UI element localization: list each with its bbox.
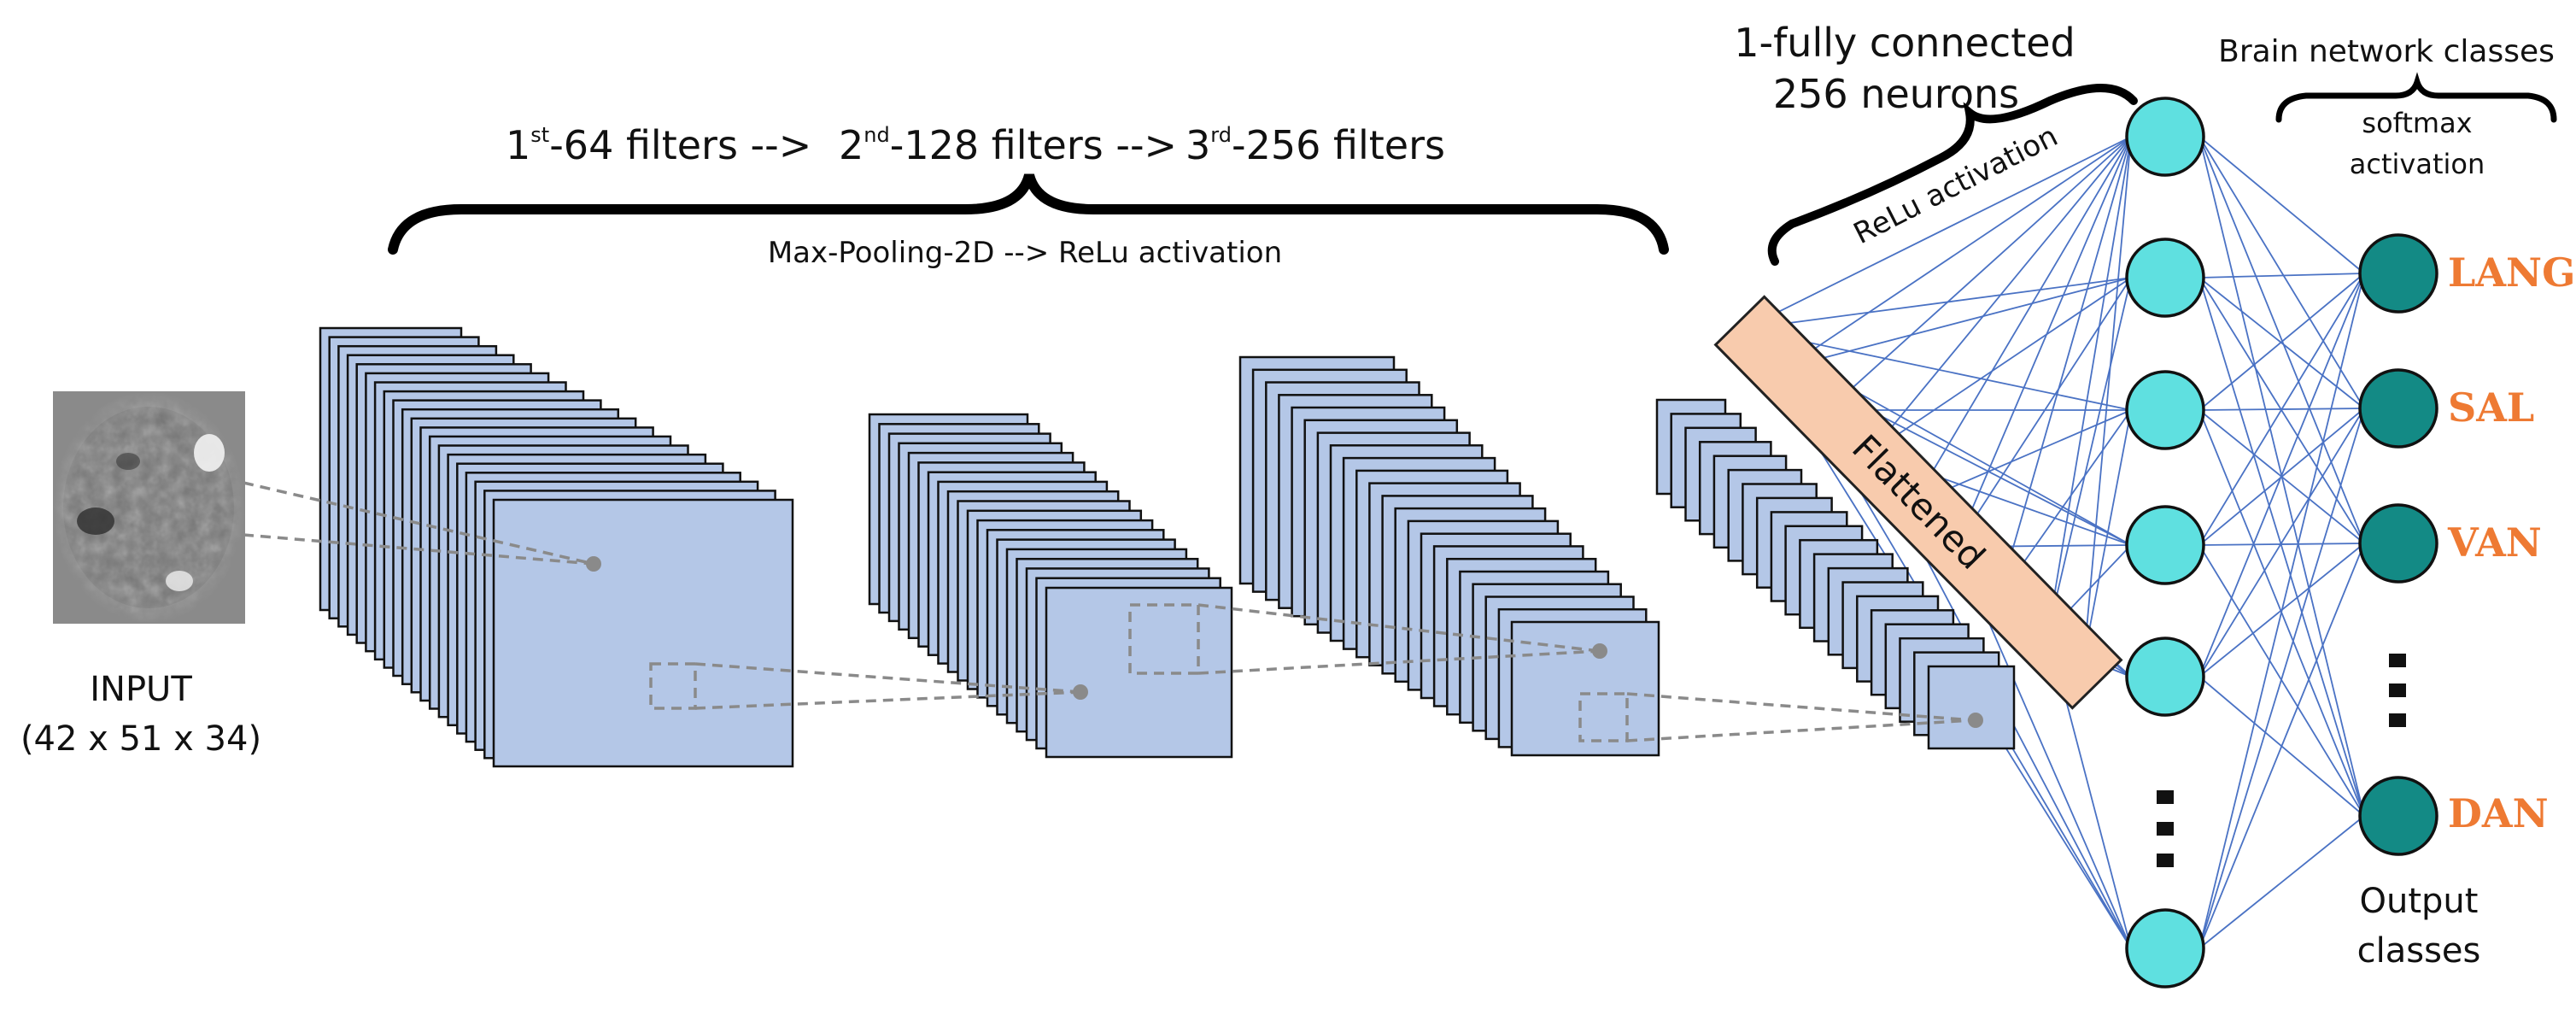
- class-label-lang: LANG: [2448, 249, 2575, 296]
- fc-brace: [1767, 84, 2138, 266]
- filters-1-number: 1: [506, 122, 530, 168]
- hidden-node: [2125, 505, 2205, 585]
- filter-progression-label: 1st-64 filters --> 2nd-128 filters --> 3…: [506, 122, 1445, 168]
- connection-line: [2047, 136, 2132, 633]
- connection-line: [2198, 277, 2365, 817]
- conv-stack-128-filters: [868, 413, 1233, 759]
- output-brace: [2275, 72, 2557, 123]
- connection-line: [2047, 277, 2132, 633]
- connection-line: [2198, 815, 2365, 949]
- hidden-to-output-connections: [2198, 136, 2365, 949]
- connection-line: [2198, 543, 2365, 546]
- output-footer-line2: classes: [2357, 931, 2481, 971]
- connection-line: [2198, 273, 2365, 546]
- connection-line: [2198, 273, 2365, 949]
- filters-1-text: -64 filters -->: [549, 122, 811, 168]
- connection-line: [1955, 136, 2132, 548]
- output-node-sal: [2358, 368, 2438, 449]
- filters-2-number: 2: [839, 122, 864, 168]
- connection-line: [1786, 277, 2132, 368]
- fc-title-line1: 1-fully connected: [1734, 20, 2075, 66]
- connection-line: [2198, 408, 2365, 678]
- connection-line: [2198, 273, 2365, 678]
- output-footer-line1: Output: [2360, 882, 2479, 921]
- connection-line: [1786, 136, 2132, 368]
- input-label: INPUT: [90, 670, 192, 709]
- svg-text:1st-64 filters -->: 1st-64 filters -->: [506, 122, 811, 168]
- filters-2-superscript: nd: [864, 123, 889, 147]
- connection-line: [2198, 136, 2365, 544]
- output-node-dan: [2358, 776, 2438, 856]
- input-brain-image: [53, 391, 245, 624]
- hidden-node: [2125, 637, 2205, 717]
- svg-text:2nd-128 filters -->: 2nd-128 filters -->: [839, 122, 1177, 168]
- feature-map-layer: [492, 498, 794, 768]
- output-ellipsis: [2389, 654, 2406, 727]
- connection-line: [2198, 136, 2365, 409]
- connection-line: [1870, 277, 2132, 454]
- svg-text:3rd-256 filters: 3rd-256 filters: [1186, 122, 1445, 168]
- output-node-lang: [2358, 233, 2438, 314]
- output-activation-line1: softmax: [2362, 107, 2472, 139]
- hidden-node: [2125, 238, 2205, 318]
- conv-stack-64-filters: [319, 326, 794, 768]
- connection-line: [1998, 136, 2132, 599]
- input-dimensions: (42 x 51 x 34): [20, 719, 261, 759]
- output-node-van: [2358, 503, 2438, 584]
- connection-line: [1827, 136, 2132, 411]
- connection-line: [2198, 543, 2365, 949]
- output-title: Brain network classes: [2218, 34, 2555, 69]
- connection-line: [1870, 136, 2132, 454]
- filters-3-text: -256 filters: [1232, 122, 1445, 168]
- connection-line: [1912, 136, 2132, 505]
- connection-line: [1743, 136, 2132, 330]
- connection-line: [2083, 136, 2132, 659]
- pooling-activation-label: Max-Pooling-2D --> ReLu activation: [768, 236, 1282, 270]
- output-layer-nodes: [2358, 233, 2438, 856]
- connection-line: [2198, 273, 2365, 411]
- connection-line: [2198, 408, 2365, 949]
- filters-2-text: -128 filters -->: [890, 122, 1177, 168]
- hidden-node: [2125, 370, 2205, 450]
- hidden-node: [2125, 97, 2205, 177]
- receptive-field-dots: [586, 556, 1983, 728]
- output-activation-line2: activation: [2350, 148, 2485, 180]
- connection-line: [1743, 277, 2132, 330]
- filters-1-superscript: st: [530, 123, 549, 147]
- connection-line: [2083, 409, 2132, 659]
- filters-brace: [388, 173, 1669, 255]
- filters-3-superscript: rd: [1210, 123, 1232, 147]
- connection-line: [2198, 273, 2365, 279]
- hidden-node: [2125, 908, 2205, 989]
- connection-line: [1955, 277, 2132, 548]
- feature-map-layer: [1510, 620, 1660, 757]
- class-label-dan: DAN: [2448, 790, 2549, 836]
- final-feature-stack: [1655, 398, 2016, 750]
- hidden-layer-nodes: [2125, 97, 2205, 989]
- class-label-van: VAN: [2447, 519, 2542, 566]
- receptive-field-lines: [243, 481, 1974, 742]
- class-label-sal: SAL: [2448, 384, 2534, 431]
- filters-3-number: 3: [1186, 122, 1210, 168]
- conv-stack-256-filters: [1238, 355, 1660, 757]
- feature-map-layer: [1927, 665, 2016, 750]
- hidden-ellipsis: [2157, 790, 2174, 867]
- connection-line: [2198, 136, 2365, 274]
- fc-title-line2: 256 neurons: [1773, 71, 2019, 117]
